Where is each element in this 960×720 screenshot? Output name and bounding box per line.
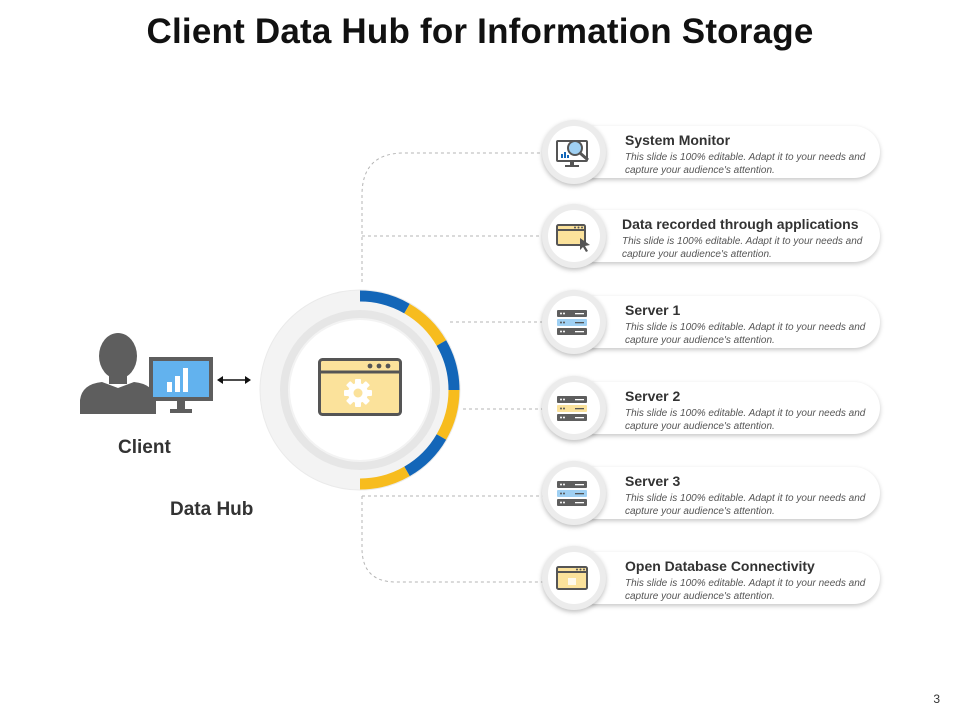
hub-ring-segment <box>436 340 460 391</box>
item-description: This slide is 100% editable. Adapt it to… <box>625 578 866 602</box>
item-icon-circle <box>542 290 606 354</box>
page-number: 3 <box>933 692 940 706</box>
item-icon-circle <box>542 546 606 610</box>
system-monitor-icon <box>556 140 589 167</box>
item-card <box>570 210 880 262</box>
item-title: Server 3 <box>625 473 681 489</box>
item-title: Server 1 <box>625 302 681 318</box>
item-icon-circle <box>542 204 606 268</box>
item-card <box>570 296 880 348</box>
item-description: This slide is 100% editable. Adapt it to… <box>622 236 863 260</box>
item-data-recorded: Data recorded through applications This … <box>542 204 880 268</box>
item-description: This slide is 100% editable. Adapt it to… <box>625 408 866 432</box>
server-icon <box>557 310 587 335</box>
item-title: Open Database Connectivity <box>625 558 815 574</box>
item-icon-circle <box>542 461 606 525</box>
item-card <box>570 382 880 434</box>
item-description: This slide is 100% editable. Adapt it to… <box>625 152 866 176</box>
item-title: Server 2 <box>625 388 681 404</box>
server-icon <box>557 396 587 421</box>
monitor-chart-icon <box>149 357 213 413</box>
item-open-database-connectivity: Open Database Connectivity This slide is… <box>542 546 880 610</box>
item-icon-circle <box>542 120 606 184</box>
item-card <box>570 552 880 604</box>
person-icon <box>80 333 156 414</box>
item-server-3: Server 3 This slide is 100% editable. Ad… <box>542 461 880 525</box>
item-description: This slide is 100% editable. Adapt it to… <box>625 322 866 346</box>
hub-ring-segment <box>404 303 447 346</box>
item-card <box>570 126 880 178</box>
item-system-monitor: System Monitor This slide is 100% editab… <box>542 120 880 184</box>
item-server-1: Server 1 This slide is 100% editable. Ad… <box>542 290 880 354</box>
connector-line <box>361 496 545 583</box>
item-description: This slide is 100% editable. Adapt it to… <box>625 493 866 517</box>
client-label: Client <box>118 437 171 458</box>
item-title: Data recorded through applications <box>622 216 859 232</box>
data-hub-label: Data Hub <box>170 499 254 520</box>
hub-ring-segment <box>404 434 447 477</box>
double-arrow-icon <box>217 376 251 384</box>
page-title: Client Data Hub for Information Storage <box>146 12 814 51</box>
settings-window-icon <box>318 358 402 416</box>
app-window-cursor-icon <box>556 224 590 252</box>
hub-ring-segment <box>359 290 410 314</box>
item-card <box>570 467 880 519</box>
server-icon <box>557 481 587 506</box>
item-server-2: Server 2 This slide is 100% editable. Ad… <box>542 376 880 440</box>
item-title: System Monitor <box>625 132 731 148</box>
connector-line <box>361 152 545 282</box>
database-window-icon <box>556 566 588 590</box>
hub-ring-segment <box>359 466 410 490</box>
hub-ring-segment <box>436 389 460 440</box>
item-icon-circle <box>542 376 606 440</box>
